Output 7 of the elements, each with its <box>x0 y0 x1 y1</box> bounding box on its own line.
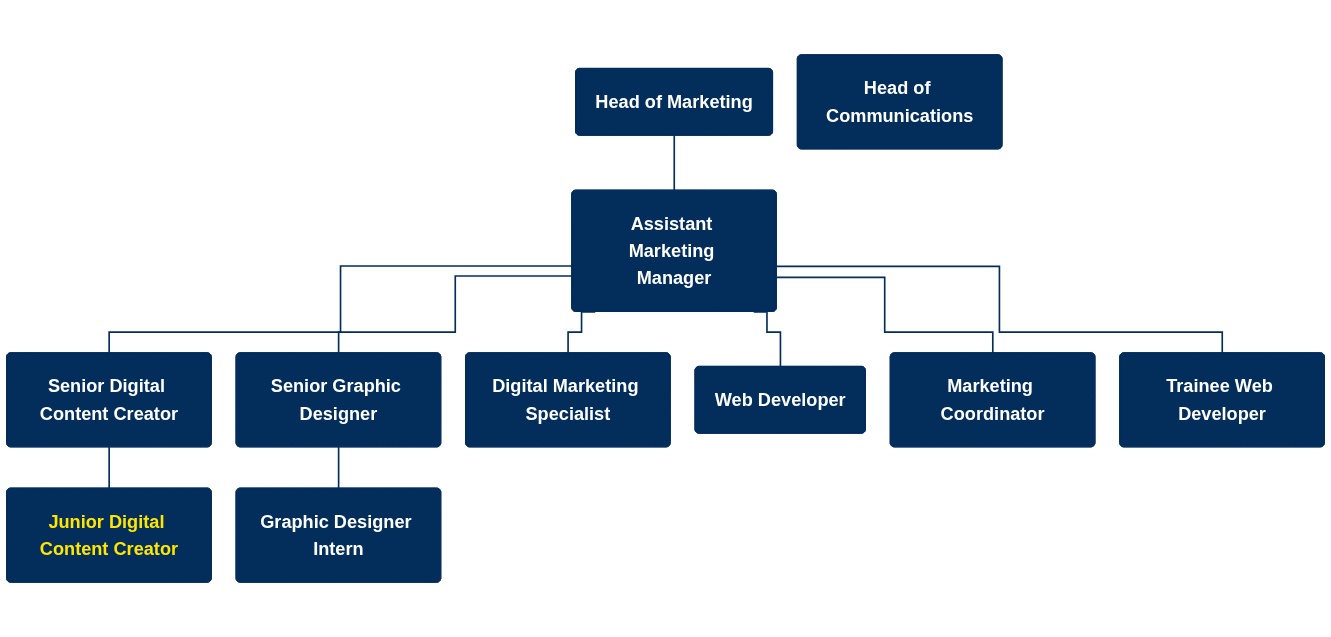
connector <box>337 275 573 354</box>
connector <box>776 276 994 354</box>
connector <box>776 265 1224 354</box>
connector <box>108 446 111 490</box>
connector <box>337 446 340 490</box>
connector <box>673 134 676 192</box>
connector <box>108 265 573 354</box>
